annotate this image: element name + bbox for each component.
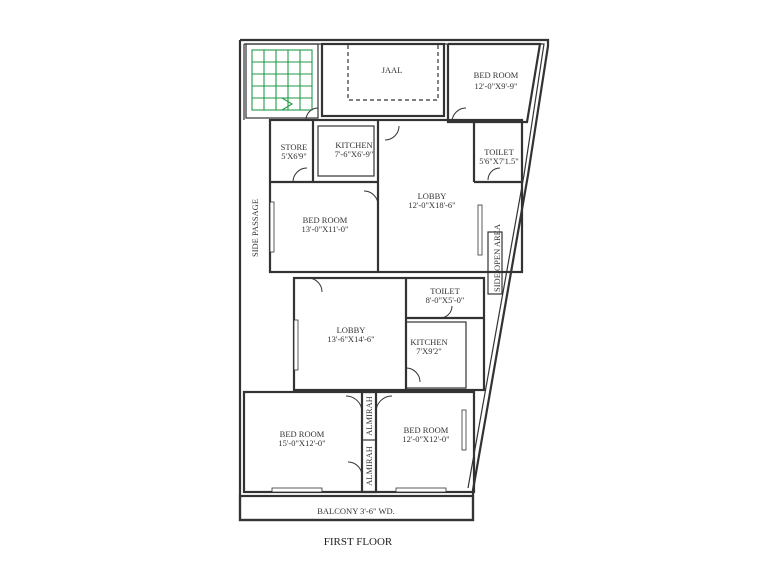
bedroom-bottom-right-size: 12'-0"X12'-0": [402, 434, 449, 444]
bedroom-top-right: BED ROOM 12'-0"X9'-9": [446, 42, 542, 124]
toilet-top-name: TOILET: [484, 147, 514, 157]
bedroom-bottom-left: BED ROOM 15'-0"X12'-0": [278, 429, 325, 448]
lobby-top-size: 12'-0"X18'-6": [408, 200, 455, 210]
lobby-mid-size: 13'-6"X14'-6": [327, 334, 374, 344]
kitchen-mid: KITCHEN 7'X9'2": [410, 337, 447, 356]
store-name: STORE: [281, 142, 308, 152]
upper-block-walls: [268, 107, 524, 274]
bedroom-bottom-left-size: 15'-0"X12'-0": [278, 438, 325, 448]
toilet-top-size: 5'6"X7'1.5": [479, 156, 519, 166]
lobby-top: LOBBY 12'-0"X18'-6": [408, 191, 455, 210]
kitchen-mid-name: KITCHEN: [410, 337, 447, 347]
toilet-mid-size: 8'-0"X5'-0": [426, 295, 465, 305]
lobby-mid-name: LOBBY: [337, 325, 366, 335]
kitchen-mid-size: 7'X9'2": [416, 346, 441, 356]
jaal-area: JAAL: [320, 42, 446, 118]
toilet-mid: TOILET 8'-0"X5'-0": [426, 286, 465, 305]
lobby-mid: LOBBY 13'-6"X14'-6": [327, 325, 374, 344]
jaal-label: JAAL: [382, 65, 403, 75]
bedroom-top-right-size: 12'-0"X9'-9": [474, 81, 517, 91]
kitchen-top-name: KITCHEN: [335, 140, 372, 150]
bedroom-mid-left-name: BED ROOM: [303, 215, 348, 225]
bedroom-bottom-right: BED ROOM 12'-0"X12'-0": [402, 425, 449, 444]
almirah-top-label: ALMIRAH: [364, 396, 374, 436]
middle-block-walls: [292, 276, 486, 392]
toilet-top: TOILET 5'6"X7'1.5": [479, 147, 519, 166]
kitchen-top: KITCHEN 7'-6"X6'-9": [317, 125, 375, 177]
side-passage-label: SIDE PASSAGE: [250, 199, 260, 257]
lobby-top-name: LOBBY: [418, 191, 447, 201]
bedroom-bottom-left-name: BED ROOM: [280, 429, 325, 439]
almirah-bottom-label: ALMIRAH: [364, 446, 374, 486]
bedroom-mid-left: BED ROOM 13'-0"X11'-0": [269, 201, 349, 253]
bedroom-bottom-right-name: BED ROOM: [404, 425, 449, 435]
store-room: STORE 5'X6'9": [281, 142, 308, 161]
bedroom-top-right-name: BED ROOM: [474, 70, 519, 80]
balcony: BALCONY 3'-6" WD.: [238, 494, 475, 522]
bottom-block-walls: [242, 390, 476, 494]
bedroom-mid-left-size: 13'-0"X11'-0": [302, 224, 349, 234]
toilet-mid-name: TOILET: [430, 286, 460, 296]
side-open-area-label: SIDE OPEN AREA: [492, 223, 502, 292]
kitchen-top-size: 7'-6"X6'-9": [335, 149, 374, 159]
store-size: 5'X6'9": [281, 151, 306, 161]
page-title: FIRST FLOOR: [324, 536, 393, 548]
staircase: [245, 43, 319, 119]
balcony-label: BALCONY 3'-6" WD.: [317, 506, 394, 516]
